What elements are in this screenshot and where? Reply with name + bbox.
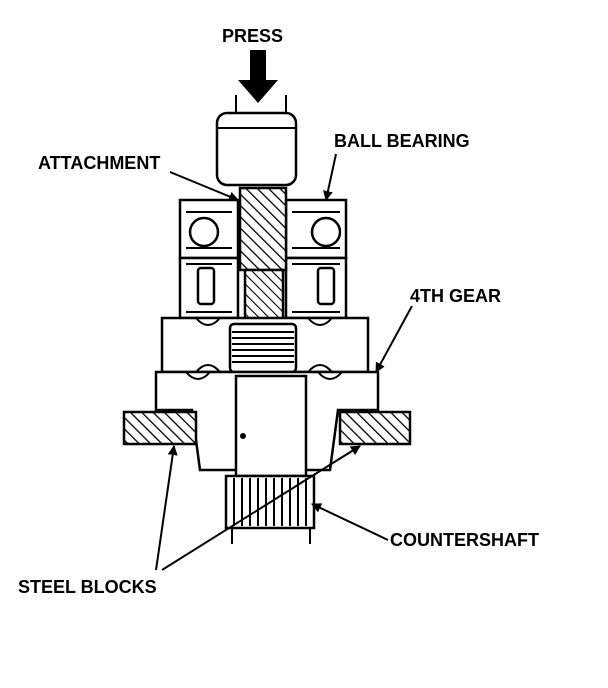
countershaft-label: COUNTERSHAFT [390,530,539,550]
steel-block-right [338,410,412,446]
steel-blocks-label: STEEL BLOCKS [18,577,157,597]
ball-bearing [178,198,348,320]
fourth-gear-leader [375,305,413,373]
steel-block-left [122,410,198,446]
attachment-lower [243,268,285,322]
press-ram [235,95,287,113]
attachment-leader [169,171,239,202]
attachment [238,186,288,272]
press-arrow [238,50,278,103]
ball-bearing-leader [323,153,337,201]
steel-blocks-leader-right [161,445,361,571]
press-head [215,111,298,187]
countershaft [224,374,316,544]
ball-bearing-label: BALL BEARING [334,131,470,151]
press-label: PRESS [222,26,283,46]
steel-blocks-leader-left [155,445,178,571]
fourth-gear-label: 4TH GEAR [410,286,501,306]
countershaft-leader [311,503,389,541]
attachment-label: ATTACHMENT [38,153,160,173]
threaded-collar [228,322,298,374]
